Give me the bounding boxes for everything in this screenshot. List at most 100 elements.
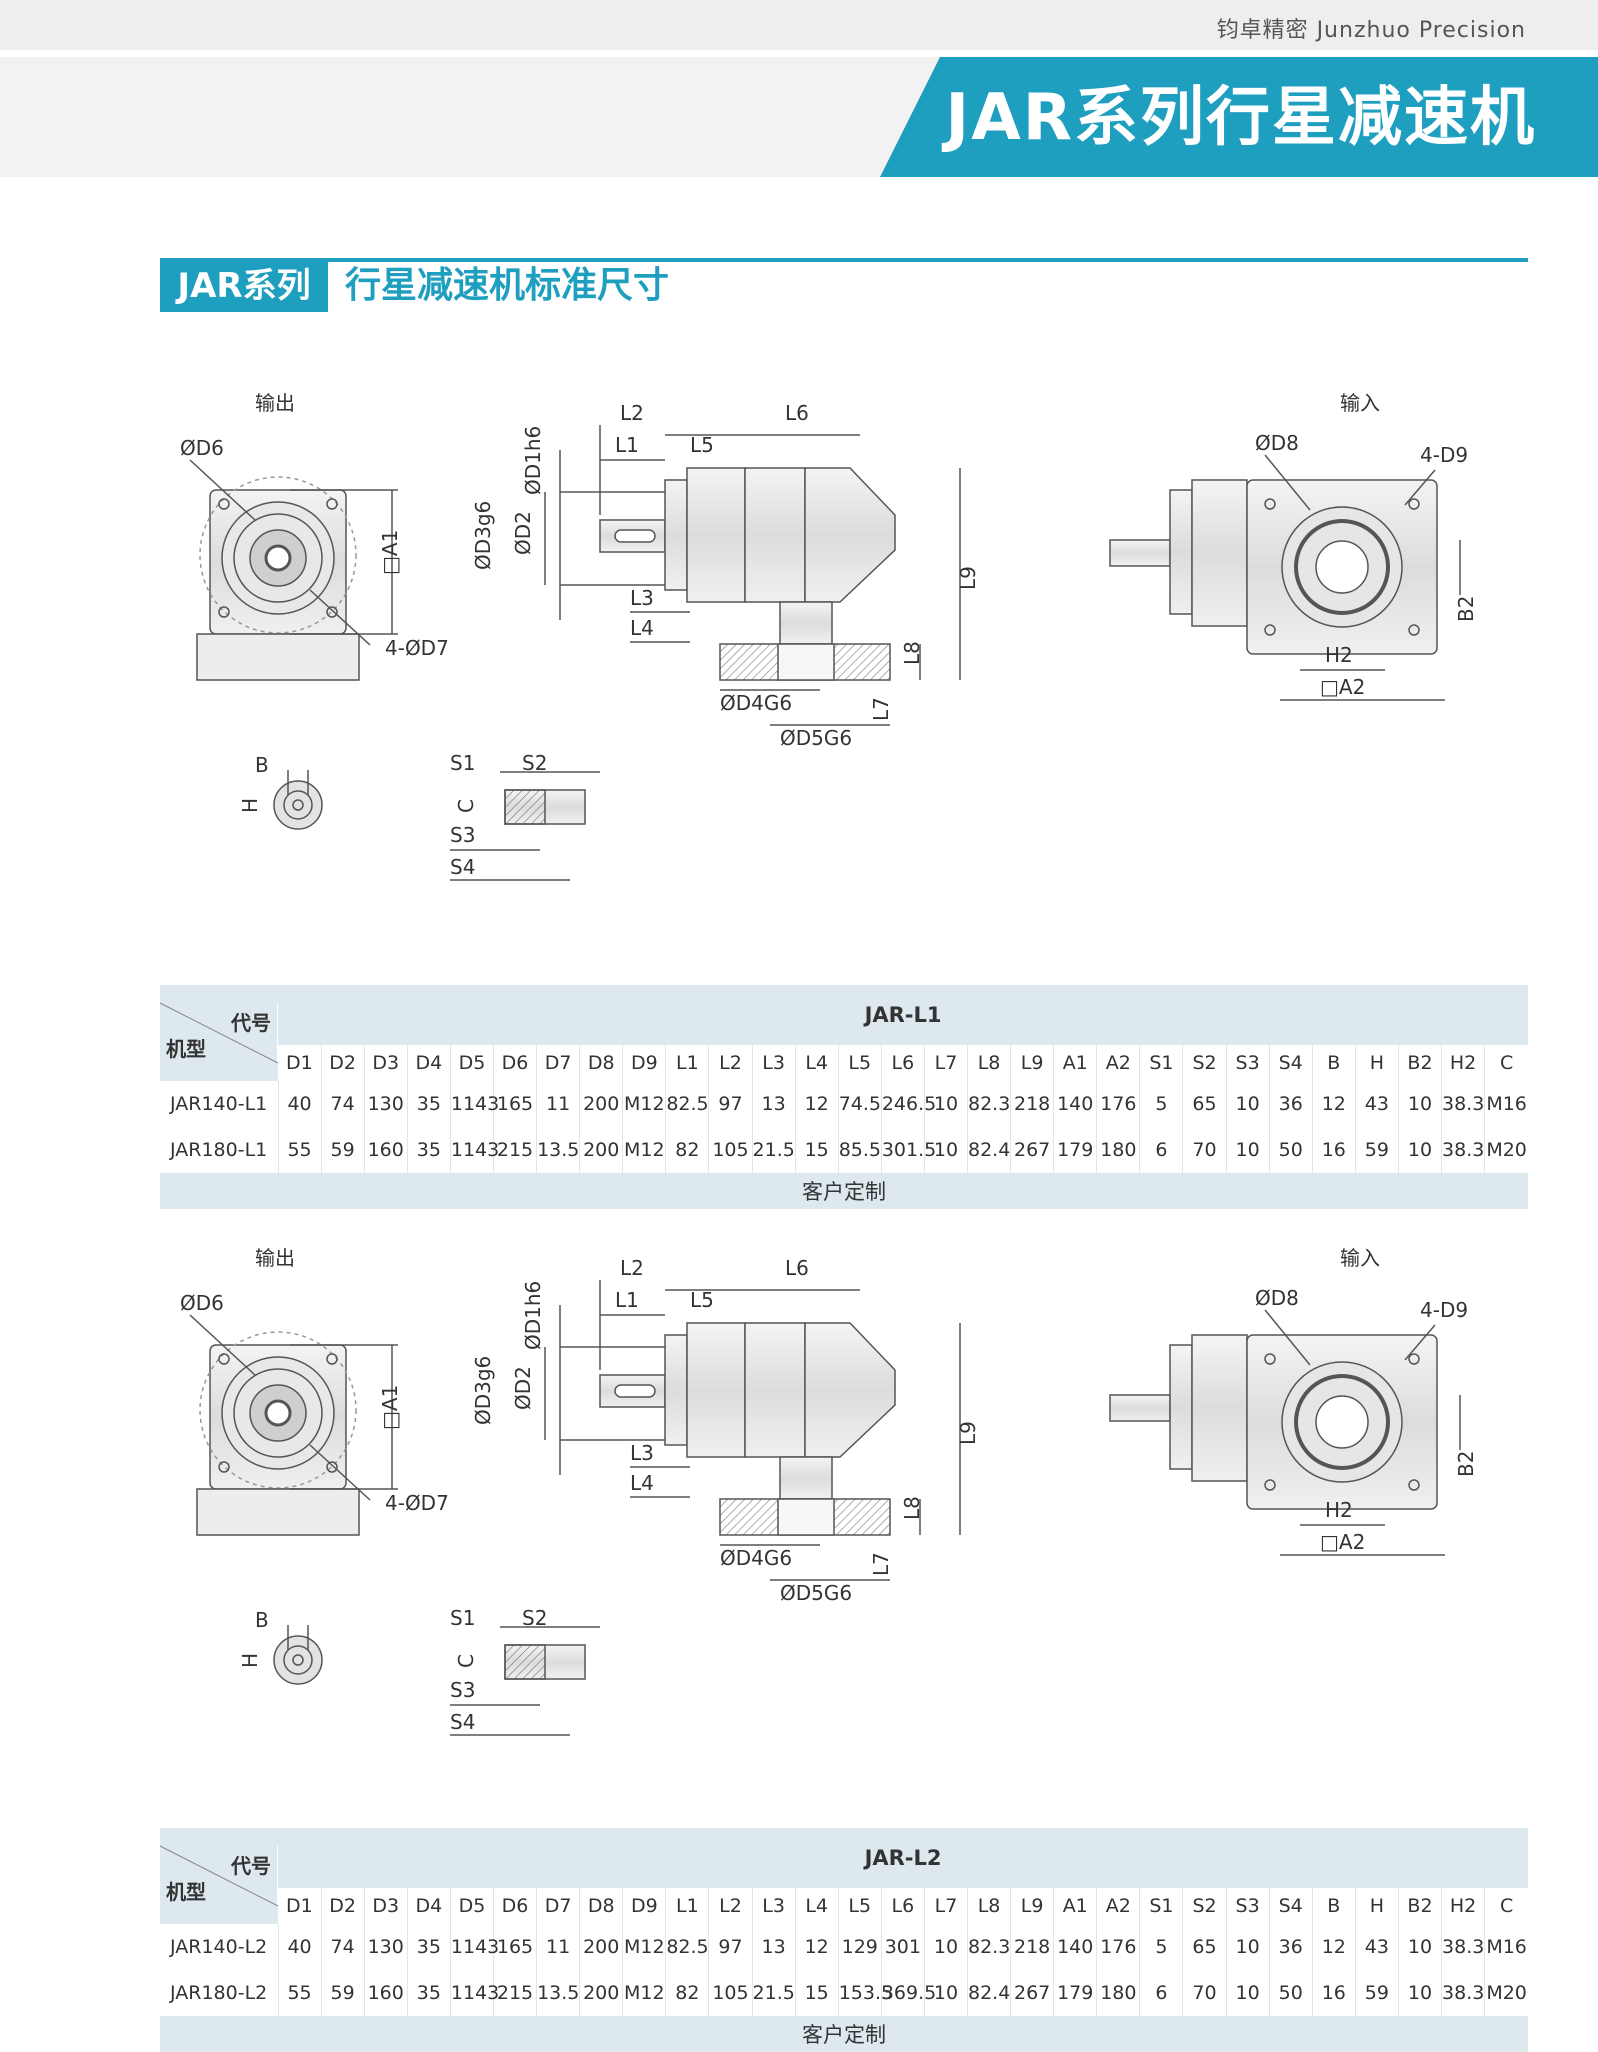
table-cell: 179	[1053, 1127, 1097, 1173]
column-header: D5	[449, 1888, 494, 1924]
series-title: JAR-L1	[278, 985, 1529, 1045]
table-cell: 38.3	[1441, 1924, 1485, 1970]
column-header: A2	[1096, 1045, 1140, 1081]
top-bar: 钧卓精密 Junzhuo Precision	[0, 0, 1598, 50]
column-header: L8	[966, 1045, 1011, 1081]
dim-D5: ØD5G6	[780, 726, 852, 750]
table-cell: 179	[1053, 1970, 1097, 2016]
table-cell: 36	[1268, 1924, 1313, 1970]
table-corner: 代号机型	[159, 1002, 279, 1064]
dim-A1: □A1	[378, 1385, 402, 1430]
table-cell: 200	[579, 1970, 623, 2016]
dim-D6: ØD6	[180, 436, 224, 460]
corner-code-label: 代号	[231, 1854, 271, 1878]
table-cell: 10	[1225, 1924, 1270, 1970]
table-cell: 82.5	[665, 1081, 709, 1127]
column-header: C	[1484, 1888, 1529, 1924]
table-corner-cell: 代号机型	[159, 1828, 279, 1924]
table-cell: 50	[1268, 1127, 1313, 1173]
column-header: D4	[406, 1045, 451, 1081]
column-header: D7	[536, 1888, 580, 1924]
table-cell: 15	[794, 1970, 839, 2016]
table-cell: 82.5	[665, 1924, 709, 1970]
column-header: D1	[278, 1888, 322, 1924]
column-header: S1	[1139, 1045, 1183, 1081]
table-cell: 59	[320, 1127, 365, 1173]
column-header: L2	[708, 1045, 753, 1081]
table-cell: 15	[794, 1127, 839, 1173]
table-cell: 12	[1311, 1081, 1356, 1127]
table-cell: M16	[1484, 1081, 1529, 1127]
dim-B2: B2	[1454, 1451, 1478, 1477]
table-cell: 82.4	[966, 1970, 1011, 2016]
dim-S3: S3	[450, 823, 475, 847]
table-cell: 59	[1354, 1127, 1399, 1173]
table-cell: 301.5	[880, 1127, 936, 1173]
corner-model-label: 机型	[166, 1037, 206, 1061]
dim-L4: L4	[630, 616, 654, 640]
column-header: S2	[1182, 1045, 1227, 1081]
column-header: S3	[1225, 1045, 1270, 1081]
table-cell: 74	[320, 1081, 365, 1127]
table-cell: 43	[1354, 1081, 1399, 1127]
dim-A2: □A2	[1320, 1530, 1365, 1554]
column-header: L1	[665, 1045, 709, 1081]
dim-L7: L7	[869, 1552, 893, 1576]
column-header: S1	[1139, 1888, 1183, 1924]
table-cell: 267	[1010, 1127, 1054, 1173]
dim-L5: L5	[690, 433, 714, 457]
table-cell: M16	[1484, 1924, 1529, 1970]
table-cell: 180	[1096, 1970, 1140, 2016]
table-cell: 35	[406, 1970, 451, 2016]
table-cell: 218	[1010, 1081, 1054, 1127]
series-title: JAR-L2	[278, 1828, 1529, 1888]
model-name: JAR140-L2	[170, 1936, 268, 1958]
table-corner-cell: 代号机型	[159, 985, 279, 1081]
table-cell: 130	[363, 1081, 408, 1127]
dimension-drawing: 输出 □A1 ØD6 4-ØD7 B H S1	[180, 391, 1478, 881]
column-header: D9	[622, 1888, 666, 1924]
table-cell: M12	[622, 1970, 666, 2016]
dim-D7: 4-ØD7	[385, 1491, 449, 1515]
table-cell: 82.3	[966, 1081, 1011, 1127]
table-cell: 13.5	[536, 1970, 580, 2016]
table-cell: 140	[1053, 1081, 1097, 1127]
corner-code-label: 代号	[231, 1011, 271, 1035]
dim-S1: S1	[450, 751, 475, 775]
column-header: D6	[492, 1045, 537, 1081]
table-cell: 1143	[449, 1127, 499, 1173]
column-header: L5	[837, 1888, 882, 1924]
column-header: D9	[622, 1045, 666, 1081]
output-label: 输出	[255, 1246, 295, 1270]
column-header: D3	[363, 1045, 408, 1081]
table-cell: 105	[708, 1127, 753, 1173]
dim-L7: L7	[869, 697, 893, 721]
column-header: H2	[1441, 1045, 1485, 1081]
dim-L9: L9	[956, 1421, 980, 1445]
model-name: JAR140-L1	[170, 1093, 268, 1115]
column-header: D3	[363, 1888, 408, 1924]
table-cell: 16	[1311, 1127, 1356, 1173]
table-cell: 215	[492, 1970, 537, 2016]
column-header: A2	[1096, 1888, 1140, 1924]
column-header: L4	[794, 1045, 839, 1081]
table-corner: 代号机型	[159, 1845, 279, 1907]
dim-D3: ØD3g6	[471, 1356, 495, 1425]
model-name: JAR180-L1	[170, 1139, 268, 1161]
table-cell: M12	[622, 1924, 666, 1970]
table-cell: 59	[1354, 1970, 1399, 2016]
table-cell: 10	[1397, 1970, 1442, 2016]
dim-D8: ØD8	[1255, 431, 1299, 455]
drawing-jar-l1: 输出 □A1 ØD6 4-ØD7 B H S1	[160, 380, 1528, 940]
dim-S1: S1	[450, 1606, 475, 1630]
dim-S3: S3	[450, 1678, 475, 1702]
column-header: L7	[923, 1888, 968, 1924]
column-header: L2	[708, 1888, 753, 1924]
page-title: JAR系列行星减速机	[945, 81, 1536, 155]
section-rule	[160, 258, 1528, 262]
table-cell: 35	[406, 1924, 451, 1970]
